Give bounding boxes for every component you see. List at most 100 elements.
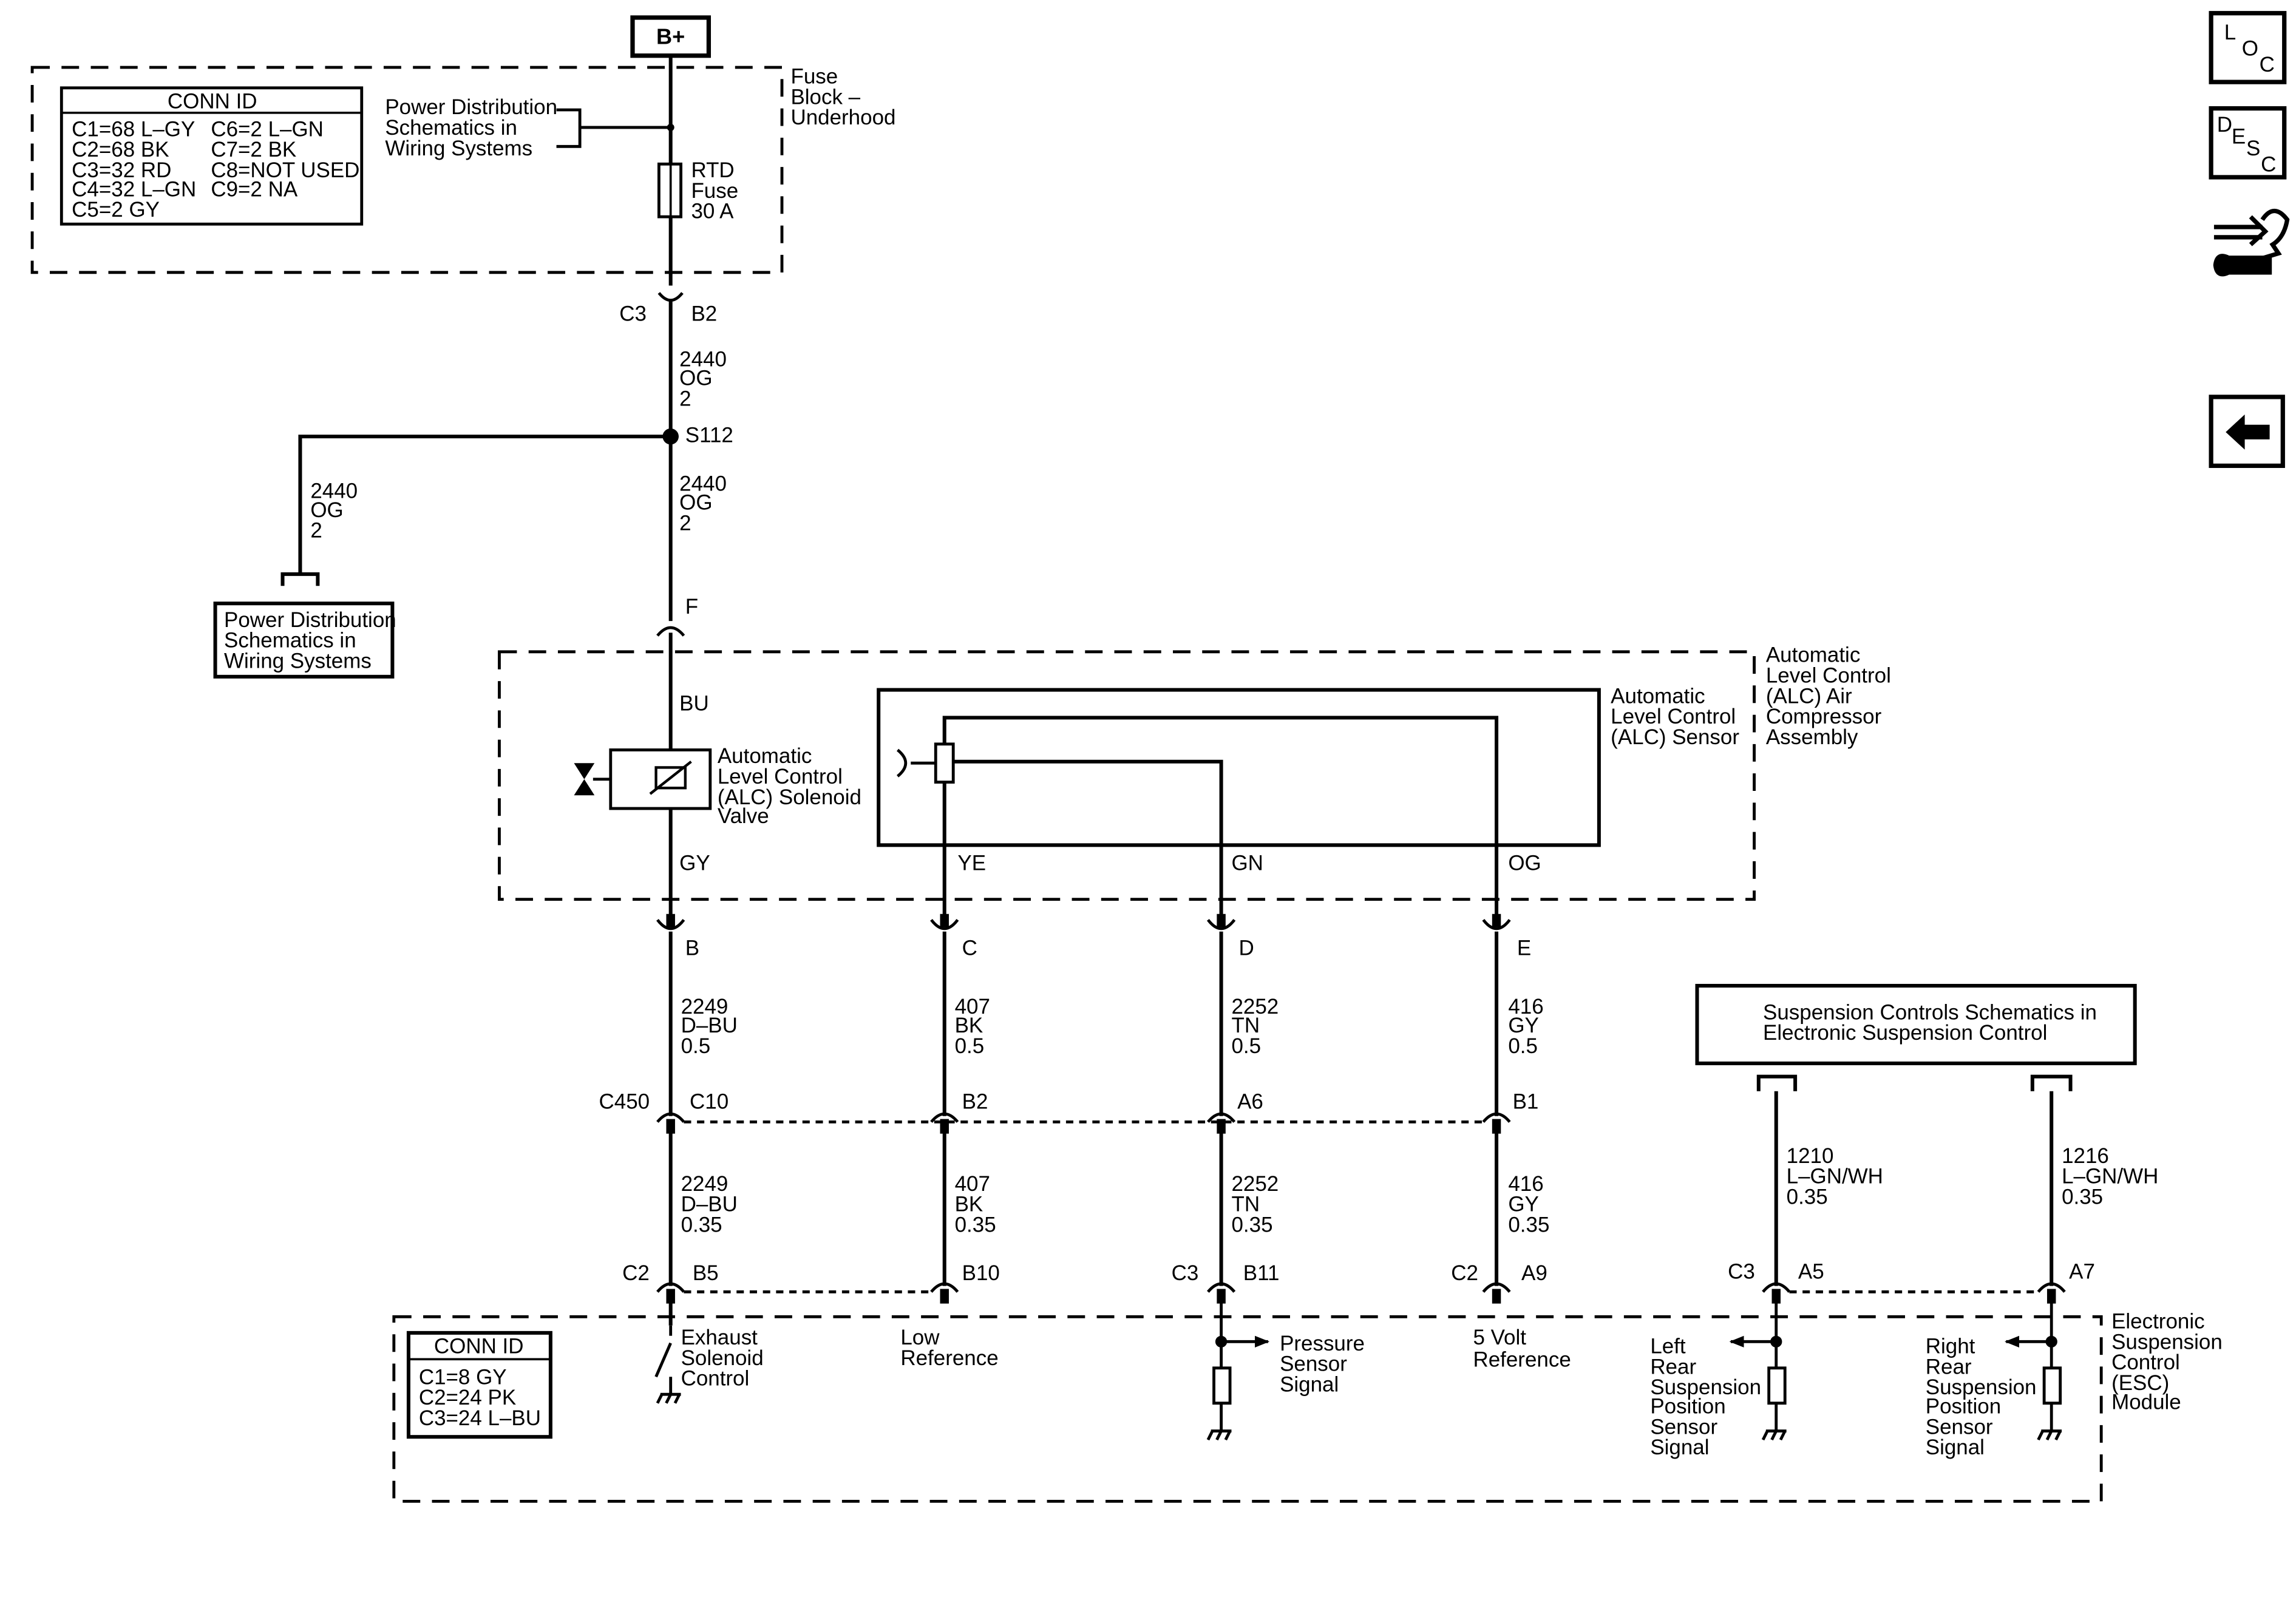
svg-text:30 A: 30 A	[691, 200, 734, 223]
esc-reference-wires	[1756, 1074, 2073, 1286]
svg-text:YE: YE	[957, 851, 986, 875]
svg-text:A6: A6	[1237, 1090, 1263, 1114]
svg-text:Schematics in: Schematics in	[385, 116, 517, 140]
svg-text:GY: GY	[679, 851, 710, 875]
svg-text:Compressor: Compressor	[1766, 705, 1882, 728]
svg-text:2252: 2252	[1231, 1172, 1279, 1196]
svg-text:L–GN/WH: L–GN/WH	[2062, 1165, 2158, 1188]
svg-text:C: C	[962, 936, 977, 960]
esc-reference-wire-labels: 1210 L–GN/WH 0.35 1216 L–GN/WH 0.35	[1787, 1144, 2159, 1209]
svg-text:A7: A7	[2069, 1260, 2095, 1284]
svg-text:GN: GN	[1231, 851, 1263, 875]
svg-text:Fuse: Fuse	[790, 65, 838, 89]
connector-pin-f: F	[656, 595, 698, 637]
svg-text:Suspension: Suspension	[2111, 1330, 2223, 1354]
compressor-wire-colors: GY YE GN OG	[679, 851, 1541, 875]
svg-text:C4=32 L–GN: C4=32 L–GN	[72, 177, 196, 201]
svg-text:1216: 1216	[2062, 1144, 2109, 1168]
svg-text:B2: B2	[691, 302, 717, 325]
svg-text:Sensor: Sensor	[1650, 1415, 1717, 1439]
compressor-output-connectors	[656, 914, 1511, 931]
description-button[interactable]: D E S C	[2209, 106, 2287, 180]
right-rear-sensor-signal-label: Right Rear Suspension Position Sensor Si…	[1926, 1335, 2037, 1460]
svg-text:B5: B5	[693, 1261, 719, 1285]
svg-text:D: D	[1239, 936, 1254, 960]
svg-text:C10: C10	[690, 1090, 729, 1114]
left-rear-sensor-signal-label: Left Rear Suspension Position Sensor Sig…	[1650, 1335, 1761, 1460]
back-arrow-icon[interactable]	[2209, 395, 2285, 468]
svg-text:E: E	[1517, 936, 1531, 960]
harness-upper-labels: 2249 D–BU 0.5 407 BK 0.5 2252 TN 0.5 416…	[681, 995, 1544, 1058]
svg-text:BK: BK	[955, 1014, 983, 1037]
svg-text:2249: 2249	[681, 1172, 729, 1196]
suspension-controls-reference[interactable]: Suspension Controls Schematics in Electr…	[1695, 983, 2137, 1065]
pressure-sensor-signal-label: Pressure Sensor Signal	[1280, 1332, 1365, 1397]
svg-text:B1: B1	[1513, 1090, 1539, 1114]
svg-text:0.35: 0.35	[1787, 1185, 1828, 1209]
svg-text:E: E	[2232, 124, 2246, 148]
svg-text:B11: B11	[1243, 1261, 1280, 1285]
power-distribution-reference[interactable]: Power Distribution Schematics in Wiring …	[385, 95, 671, 160]
svg-text:D–BU: D–BU	[681, 1193, 738, 1216]
svg-text:CONN ID: CONN ID	[434, 1335, 524, 1358]
svg-text:Rear: Rear	[1926, 1355, 1972, 1378]
svg-text:0.5: 0.5	[955, 1034, 985, 1058]
battery-positive-box: B+	[630, 15, 712, 58]
svg-text:O: O	[2242, 37, 2258, 61]
esc-conn-id-table: CONN ID C1=8 GY C2=24 PK C3=24 L–BU	[406, 1331, 552, 1439]
svg-text:1210: 1210	[1787, 1144, 1834, 1168]
svg-text:Sensor: Sensor	[1926, 1415, 1993, 1439]
svg-text:0.35: 0.35	[1231, 1213, 1272, 1236]
svg-text:C1=68 L–GY: C1=68 L–GY	[72, 117, 195, 141]
svg-text:C9=2 NA: C9=2 NA	[211, 177, 298, 201]
svg-text:D–BU: D–BU	[681, 1014, 738, 1037]
svg-text:0.5: 0.5	[1508, 1034, 1538, 1058]
power-distribution-box-reference[interactable]: Power Distribution Schematics in Wiring …	[213, 602, 396, 679]
svg-text:Signal: Signal	[1926, 1436, 1985, 1459]
svg-text:Left: Left	[1650, 1335, 1686, 1358]
svg-text:Low: Low	[900, 1326, 940, 1349]
svg-text:(ALC) Air: (ALC) Air	[1766, 684, 1852, 708]
svg-text:416: 416	[1508, 1172, 1543, 1196]
svg-text:Suspension: Suspension	[1650, 1375, 1761, 1399]
svg-text:S: S	[2246, 137, 2260, 160]
svg-text:Suspension Controls Schematics: Suspension Controls Schematics in	[1763, 1000, 2097, 1024]
svg-text:2: 2	[679, 387, 691, 410]
svg-text:C2: C2	[1451, 1261, 1478, 1285]
svg-text:A9: A9	[1521, 1261, 1547, 1285]
svg-text:Position: Position	[1926, 1395, 2001, 1419]
svg-text:407: 407	[955, 995, 990, 1019]
wire-color-bu: BU	[679, 691, 709, 715]
svg-text:C2: C2	[622, 1261, 650, 1285]
svg-text:0.35: 0.35	[2062, 1185, 2103, 1209]
location-button[interactable]: L O C	[2209, 11, 2287, 84]
svg-text:Reference: Reference	[900, 1346, 998, 1370]
svg-text:Block –: Block –	[790, 85, 860, 109]
svg-text:Control: Control	[681, 1367, 750, 1391]
svg-text:C3: C3	[1728, 1260, 1755, 1284]
svg-text:C: C	[2260, 53, 2275, 76]
svg-text:Sensor: Sensor	[1280, 1352, 1347, 1376]
wire-label-2440-upper: 2440 OG 2	[679, 347, 727, 410]
svg-text:C3: C3	[619, 302, 647, 325]
fuse-block-label: Fuse Block – Underhood	[790, 65, 895, 130]
svg-text:2252: 2252	[1231, 995, 1279, 1019]
svg-text:C7=2 BK: C7=2 BK	[211, 138, 296, 161]
svg-text:C8=NOT USED: C8=NOT USED	[211, 158, 359, 182]
svg-text:D: D	[2217, 113, 2232, 137]
svg-text:Electronic Suspension Control: Electronic Suspension Control	[1763, 1021, 2047, 1045]
svg-text:Automatic: Automatic	[718, 744, 812, 768]
esc-module-connectors	[656, 1282, 2066, 1304]
svg-text:Control: Control	[2111, 1351, 2180, 1374]
svg-text:TN: TN	[1231, 1193, 1260, 1216]
esc-connector-labels: C2 B5 B10 C3 B11 C2 A9 C3 A5 A7	[622, 1260, 2095, 1285]
svg-text:0.35: 0.35	[1508, 1213, 1549, 1236]
connector-end-view-icon[interactable]	[2213, 208, 2290, 277]
svg-text:2: 2	[310, 519, 322, 543]
svg-text:Automatic: Automatic	[1766, 643, 1860, 667]
svg-text:0.35: 0.35	[681, 1213, 722, 1236]
svg-text:2: 2	[679, 512, 691, 535]
svg-text:(ESC): (ESC)	[2111, 1371, 2169, 1395]
svg-text:L: L	[2224, 21, 2236, 44]
svg-text:C2=68 BK: C2=68 BK	[72, 138, 169, 161]
